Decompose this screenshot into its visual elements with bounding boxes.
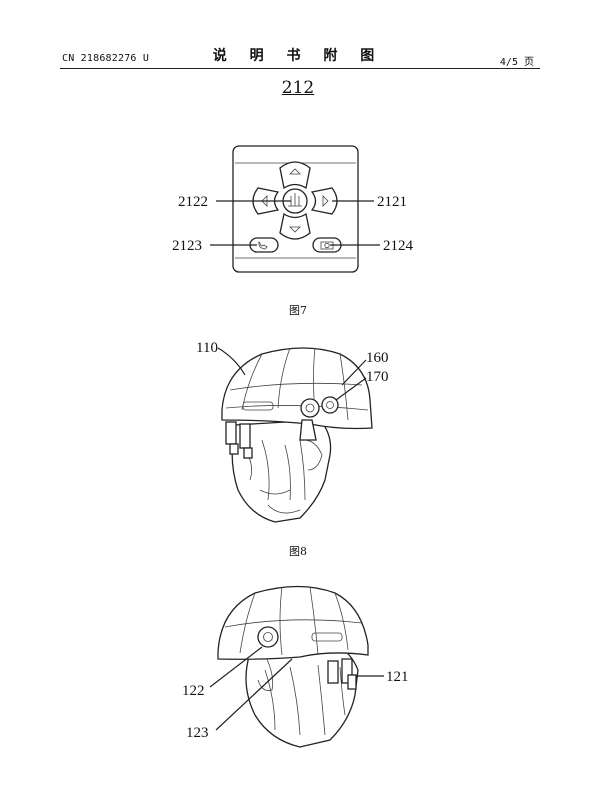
label-123: 123 (186, 725, 209, 741)
label-121: 121 (386, 669, 409, 685)
label-2122: 2122 (178, 194, 208, 210)
figure-reference-number: 212 (281, 78, 315, 98)
side-control-module (257, 626, 279, 648)
figure-8-helmet-front-view: 110 160 170 (196, 340, 389, 523)
page-title: 说 明 书 附 图 (212, 48, 384, 64)
leader-lines (209, 646, 384, 731)
figure-8-caption: 图8 (289, 545, 307, 558)
mannequin-head (245, 646, 359, 748)
mount-brackets (225, 421, 253, 459)
figure-7-caption: 图7 (289, 304, 307, 317)
mannequin-head (231, 419, 332, 523)
side-control-module (299, 396, 339, 441)
page-number: 4/5 页 (499, 57, 534, 68)
header-rule (60, 68, 540, 69)
label-2121: 2121 (377, 194, 407, 210)
label-110: 110 (196, 340, 218, 356)
dpad (252, 161, 338, 240)
leader-lines (217, 347, 367, 401)
label-2124: 2124 (383, 238, 414, 254)
leader-lines (210, 200, 380, 246)
label-160: 160 (366, 350, 389, 366)
helmet-shell (221, 347, 373, 430)
patent-number: CN 218682276 U (62, 53, 150, 64)
helmet-shell (217, 585, 369, 660)
figure-9-helmet-side-view: 122 123 121 (182, 585, 409, 748)
label-2123: 2123 (172, 238, 202, 254)
label-170: 170 (366, 369, 389, 385)
label-122: 122 (182, 683, 205, 699)
figure-7-remote-control: 2122 2121 2123 2124 (172, 145, 414, 273)
mount-brackets (327, 658, 357, 690)
